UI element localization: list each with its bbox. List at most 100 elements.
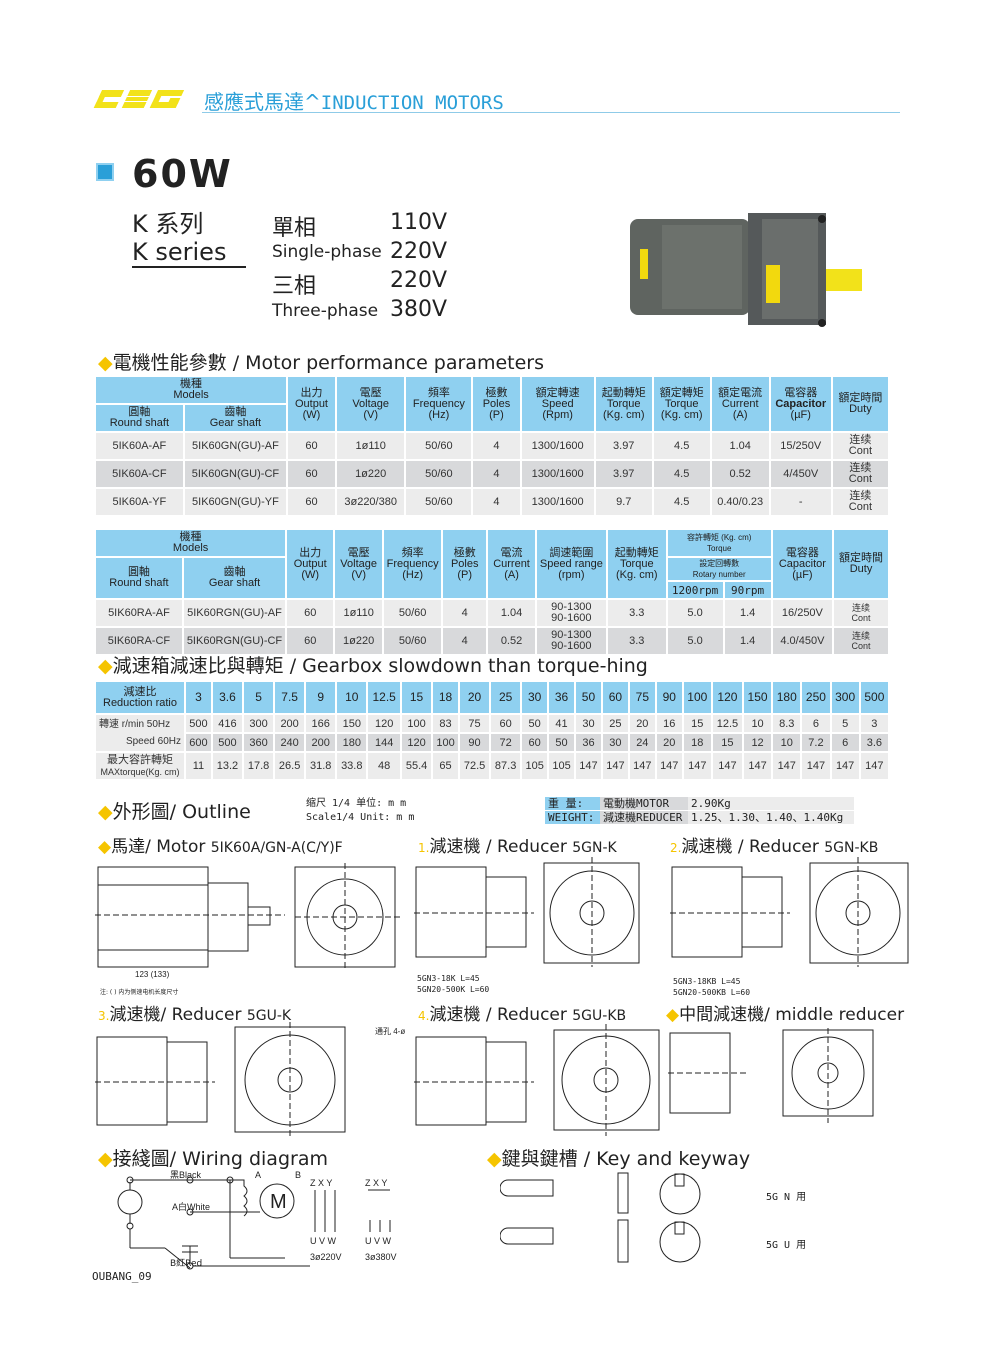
table-cell: 3.6	[860, 734, 888, 751]
table-cell: 10	[337, 682, 367, 713]
divider	[202, 112, 900, 113]
table-cell: 105	[549, 753, 575, 779]
three-phase-cn: 三相	[272, 274, 317, 299]
table-cell: 200	[275, 715, 305, 732]
divider	[132, 266, 246, 268]
svg-text:U V W: U V W	[310, 1236, 337, 1246]
table-cell: 87.3	[491, 753, 521, 779]
three-phase-en: Three-phase	[272, 301, 379, 321]
section-title-outline: ◆外形圖/ Outline	[98, 801, 251, 823]
table-cell: 12.5	[712, 715, 742, 732]
table-cell: 200	[306, 734, 336, 751]
table-cell: 8.3	[773, 715, 801, 732]
table-cell: 4.5	[653, 433, 710, 459]
svg-text:通孔 4-ø8.5: 通孔 4-ø8.5	[375, 1026, 405, 1036]
table-cell: 5IK60A-YF	[96, 489, 183, 515]
table-cell: 60	[491, 715, 521, 732]
table-cell: 4	[473, 433, 520, 459]
table-cell: 13.2	[212, 753, 242, 779]
table-cell: 83	[433, 715, 459, 732]
table-cell: 147	[576, 753, 601, 779]
drawing-title-reducer-2: 2.減速機 / Reducer 5GN-KB	[670, 837, 879, 857]
table-cell: 3.3	[607, 628, 666, 654]
table-cell: 5IK60GN(GU)-YF	[184, 489, 287, 515]
table-cell: 30	[522, 682, 548, 713]
svg-text:M: M	[270, 1191, 287, 1213]
table-cell: 3	[860, 715, 888, 732]
table-cell: 33.8	[337, 753, 367, 779]
table-cell: 300	[831, 682, 859, 713]
table-cell: 180	[337, 734, 367, 751]
table-cell: 65	[433, 753, 459, 779]
table-cell: 17.8	[244, 753, 274, 779]
table-cell: 147	[683, 753, 711, 779]
table-cell: 90	[656, 682, 682, 713]
table-cell: 5IK60RA-AF	[96, 600, 182, 626]
table-cell: 12	[743, 734, 772, 751]
table-cell: 147	[860, 753, 888, 779]
drawing-title-reducer-4: 4.減速機 / Reducer 5GU-KB	[418, 1005, 627, 1025]
table-cell: 120	[368, 715, 401, 732]
table-cell: 0.52	[711, 461, 769, 487]
table-cell: 31.8	[306, 753, 336, 779]
drawing-title-middle-reducer: ◆中間減速機/ middle reducer	[666, 1005, 905, 1025]
table-cell: 500	[186, 715, 211, 732]
table-cell: 25	[491, 682, 521, 713]
table-cell: 30	[602, 734, 628, 751]
table-cell: 4.0/450V	[772, 628, 833, 654]
voltage: 220V	[390, 239, 448, 264]
table-cell: 11	[186, 753, 211, 779]
table-cell: 0.40/0.23	[711, 489, 769, 515]
table-cell: 1300/1600	[521, 433, 594, 459]
table-cell: 16	[656, 715, 682, 732]
table-cell: 5	[831, 715, 859, 732]
table-cell: 5IK60RGN(GU)-AF	[183, 600, 286, 626]
bullet-square-icon	[96, 163, 114, 181]
table-cell: 5	[244, 682, 274, 713]
drawing-title-motor: ◆馬達/ Motor 5IK60A/GN-A(C/Y)F	[98, 837, 343, 857]
table-cell: 7.2	[802, 734, 830, 751]
table-cell: 90	[460, 734, 490, 751]
table-cell: 3.97	[595, 461, 652, 487]
table-cell: 100	[433, 734, 459, 751]
table-cell: 75	[460, 715, 490, 732]
length-note: 注: ( ) 内为侧速电机长度尺寸	[100, 989, 179, 996]
table-cell: 6	[831, 734, 859, 751]
key-5gn-label: 5G N 用	[766, 1192, 807, 1203]
table-cell: 60	[287, 600, 334, 626]
svg-text:Z X Y: Z X Y	[310, 1178, 332, 1188]
table-cell: 147	[602, 753, 628, 779]
table-cell: 60	[288, 461, 335, 487]
svg-text:黑Black: 黑Black	[170, 1170, 202, 1180]
table-cell: 15	[712, 734, 742, 751]
table-cell: 147	[831, 753, 859, 779]
table-cell: 147	[629, 753, 655, 779]
reducer-5gu-kb-drawing	[414, 1024, 660, 1136]
svg-text:U V W: U V W	[365, 1236, 392, 1246]
table-cell: 1.04	[488, 600, 535, 626]
voltage: 220V	[390, 268, 448, 293]
table-cell: 4	[443, 628, 487, 654]
svg-text:A白White: A白White	[172, 1201, 210, 1212]
table-cell: 60	[288, 489, 335, 515]
table-cell: 144	[368, 734, 401, 751]
section-title-performance: ◆電機性能參數 / Motor performance parameters	[98, 352, 544, 374]
table-cell: 7.5	[275, 682, 305, 713]
table-cell: 105	[522, 753, 548, 779]
svg-text:B: B	[295, 1170, 301, 1180]
table-cell: 147	[802, 753, 830, 779]
table-cell: 10	[773, 734, 801, 751]
